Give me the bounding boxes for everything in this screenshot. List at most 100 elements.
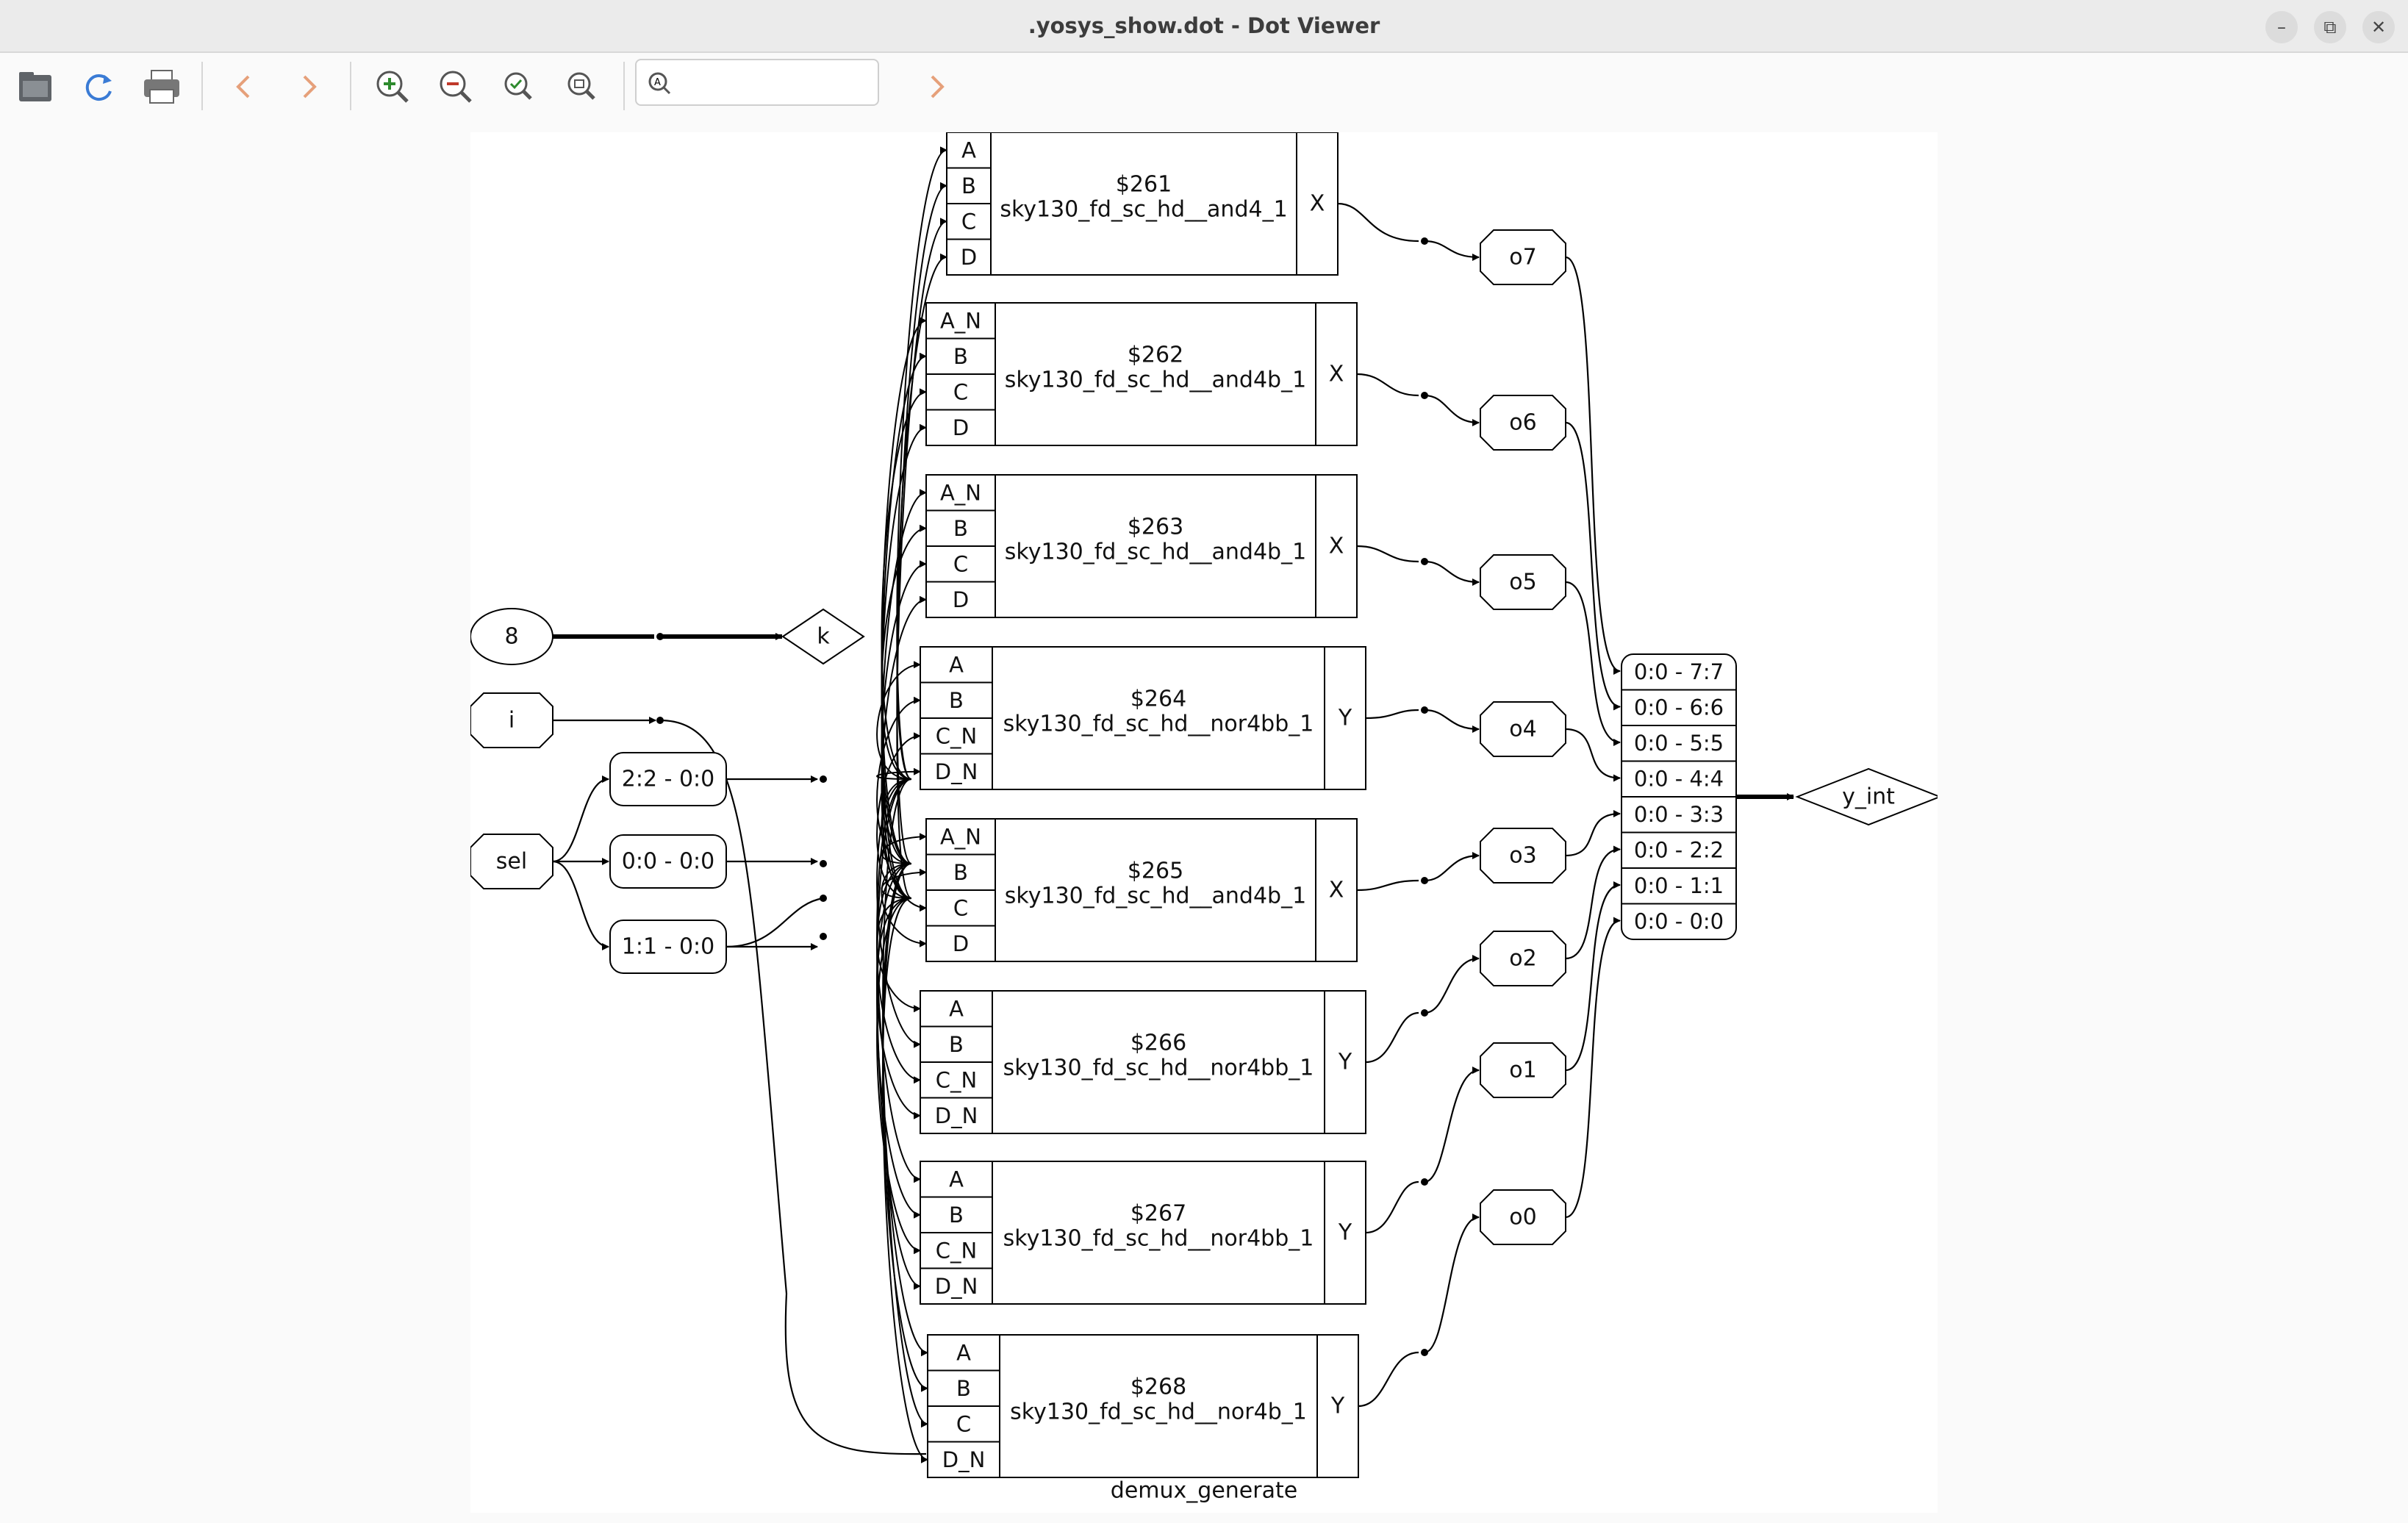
- cell-input-pin: C: [953, 895, 968, 920]
- port-o2: [1480, 931, 1566, 986]
- cell-output-pin: Y: [1338, 706, 1352, 731]
- cell-261: [946, 132, 1339, 276]
- cell-box: [920, 1161, 1366, 1305]
- wire: [876, 897, 921, 1255]
- print-icon[interactable]: [140, 65, 184, 109]
- wire: [1424, 955, 1480, 1014]
- wire: [1565, 421, 1621, 711]
- port-o5-label: o5: [1509, 570, 1536, 595]
- wire: [552, 860, 609, 950]
- reload-icon[interactable]: [76, 65, 121, 109]
- cell-box: [946, 132, 1339, 276]
- cell-type: sky130_fd_sc_hd__and4b_1: [1005, 368, 1306, 393]
- cell-type: sky130_fd_sc_hd__nor4bb_1: [1003, 1056, 1314, 1081]
- toolbar: A: [0, 53, 2408, 119]
- cell-input-pin: D: [953, 415, 969, 440]
- cell-input-pin: D_N: [935, 1274, 978, 1299]
- slice-node: [609, 752, 727, 806]
- cell-268: [927, 1334, 1359, 1478]
- net-junction: [820, 933, 827, 940]
- wire: [1358, 1351, 1419, 1408]
- cell-input-pin: D_N: [942, 1447, 986, 1472]
- wire: [881, 524, 927, 780]
- cell-input-pin: A: [949, 996, 964, 1021]
- wire: [1565, 256, 1621, 675]
- cell-id: $266: [1130, 1031, 1186, 1056]
- back-icon[interactable]: [222, 65, 266, 109]
- wire: [1424, 709, 1480, 733]
- wire: [882, 897, 928, 1392]
- concat-slice-label: 0:0 - 6:6: [1634, 695, 1724, 720]
- wire: [876, 696, 921, 864]
- net-junction: [1421, 1178, 1428, 1186]
- wire: [882, 863, 928, 1463]
- cell-input-pin: C_N: [936, 1067, 977, 1092]
- port-o4: [1480, 701, 1566, 757]
- cell-box: [925, 818, 1358, 962]
- net-junction: [820, 895, 827, 902]
- zoom-100-icon[interactable]: [560, 65, 604, 109]
- slice-label: 1:1 - 0:0: [622, 934, 714, 960]
- net-junction: [820, 775, 827, 783]
- wire: [1424, 1067, 1480, 1183]
- cell-input-pin: A_N: [940, 308, 981, 333]
- open-file-icon[interactable]: [13, 65, 57, 109]
- cell-input-pin: C: [956, 1411, 971, 1436]
- minimize-button[interactable]: –: [2265, 11, 2298, 43]
- search-field[interactable]: A: [635, 59, 879, 106]
- cell-input-pin: B: [949, 1203, 964, 1228]
- cell-box: [920, 990, 1366, 1134]
- net-junction: [820, 860, 827, 867]
- cell-input-pin: C_N: [936, 723, 977, 748]
- net-junction: [656, 717, 664, 724]
- cell-id: $264: [1130, 687, 1186, 712]
- forward-icon[interactable]: [287, 65, 331, 109]
- concat-slice-label: 0:0 - 2:2: [1634, 838, 1724, 863]
- wire: [1565, 845, 1621, 960]
- cell-input-pin: C: [953, 379, 968, 404]
- cell-265: [925, 818, 1358, 962]
- wire: [1424, 852, 1480, 882]
- slice-label: 2:2 - 0:0: [622, 767, 714, 792]
- wire: [876, 767, 921, 780]
- zoom-fit-icon[interactable]: [497, 65, 541, 109]
- slice-label: 0:0 - 0:0: [622, 849, 714, 875]
- find-next-icon[interactable]: [914, 65, 958, 109]
- zoom-in-icon[interactable]: [370, 65, 415, 109]
- cell-input-pin: B: [956, 1376, 971, 1401]
- net-junction: [1421, 558, 1428, 565]
- cell-id: $261: [1116, 172, 1172, 198]
- port-o3: [1480, 828, 1566, 884]
- port-i-label: i: [509, 708, 515, 734]
- cell-266: [920, 990, 1366, 1134]
- cell-input-pin: A: [961, 137, 976, 162]
- net-junction: [656, 633, 664, 640]
- maximize-button[interactable]: ⧉: [2314, 11, 2346, 43]
- net-junction: [1421, 1009, 1428, 1017]
- cell-output-pin: X: [1329, 362, 1344, 387]
- net-junction: [1421, 1349, 1428, 1356]
- const-8-label: 8: [504, 624, 518, 650]
- cell-input-pin: D_N: [935, 759, 978, 784]
- cell-input-pin: A_N: [940, 480, 981, 505]
- port-o7: [1480, 229, 1566, 285]
- cell-id: $262: [1128, 343, 1183, 368]
- wire: [1565, 728, 1621, 782]
- wire: [1365, 1011, 1419, 1064]
- port-o6: [1480, 395, 1566, 451]
- search-icon: A: [648, 72, 671, 95]
- wire: [725, 897, 824, 948]
- close-button[interactable]: ✕: [2362, 11, 2395, 43]
- port-k: [781, 608, 865, 665]
- search-input[interactable]: [684, 66, 870, 100]
- net-junction: [1421, 877, 1428, 884]
- net-junction: [1421, 237, 1428, 245]
- concat-slice-label: 0:0 - 1:1: [1634, 873, 1724, 898]
- wire: [896, 253, 947, 780]
- port-o2-label: o2: [1509, 946, 1536, 972]
- zoom-out-icon[interactable]: [434, 65, 478, 109]
- cell-box: [920, 646, 1366, 790]
- svg-text:A: A: [654, 77, 661, 88]
- concat-slice-label: 0:0 - 7:7: [1634, 659, 1724, 684]
